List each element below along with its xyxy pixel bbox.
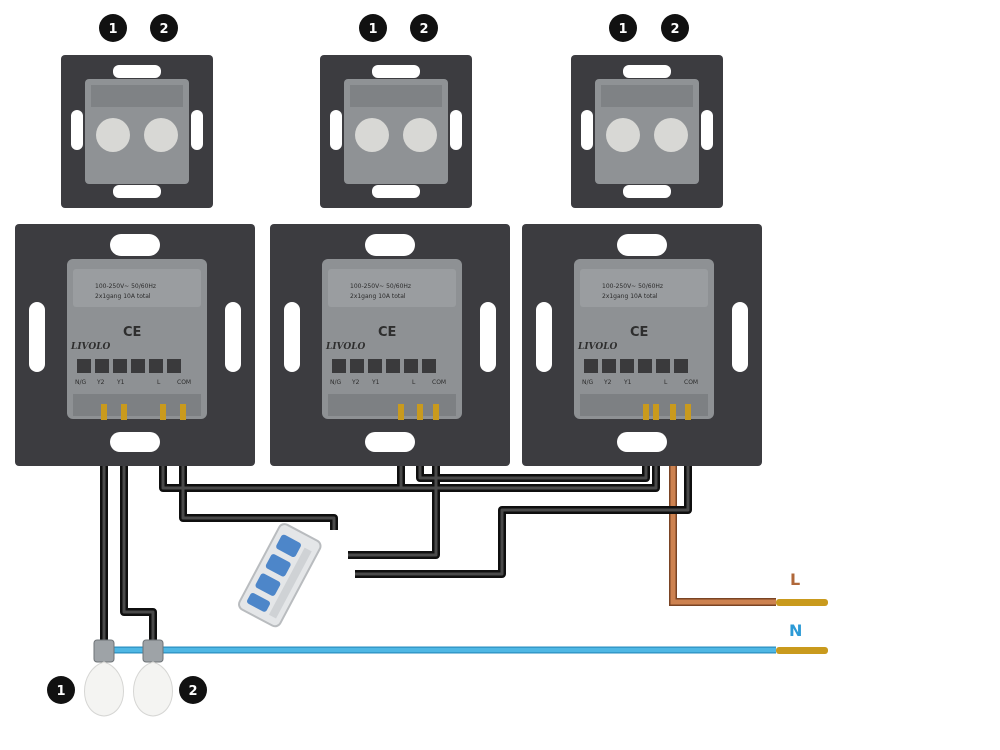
- wago-connector-icon: [238, 523, 322, 628]
- light-bulb-1: [84, 639, 124, 717]
- terminal-l: L: [157, 379, 161, 386]
- rating-line-2: 2x1gang 10A total: [95, 293, 151, 300]
- bulb-badge-2: 2: [188, 684, 197, 699]
- terminal-ng: N/G: [330, 379, 342, 386]
- terminal-com: COM: [432, 379, 446, 386]
- badge-1: 1: [368, 22, 377, 37]
- rating-line-2: 2x1gang 10A total: [350, 293, 406, 300]
- ce-mark: CE: [630, 325, 648, 340]
- small-mechanism-3: [571, 55, 723, 208]
- brand-label: LIVOLO: [70, 342, 111, 352]
- bulb-badge-1: 1: [56, 684, 65, 699]
- rating-line-2: 2x1gang 10A total: [602, 293, 658, 300]
- badge-2: 2: [419, 22, 428, 37]
- small-mechanism-1: [61, 55, 213, 208]
- button-2-icon: [144, 118, 178, 152]
- bulb-badges: 1 2: [47, 676, 207, 704]
- rating-line-1: 100-250V~ 50/60Hz: [602, 283, 663, 290]
- terminal-y2: Y2: [603, 379, 612, 386]
- badge-1: 1: [108, 22, 117, 37]
- switch-module-1: 100-250V~ 50/60Hz 2x1gang 10A total CE L…: [15, 224, 255, 466]
- terminal-com: COM: [177, 379, 191, 386]
- terminal-y2: Y2: [96, 379, 105, 386]
- terminal-l: L: [412, 379, 416, 386]
- top-badges: 1 2 1 2 1 2: [99, 14, 689, 42]
- live-label: L: [790, 570, 800, 589]
- neutral-label: N: [789, 621, 802, 640]
- terminal-l: L: [664, 379, 668, 386]
- button-1-icon: [96, 118, 130, 152]
- badge-2: 2: [159, 22, 168, 37]
- terminal-stubs: [101, 404, 691, 420]
- ce-mark: CE: [123, 325, 141, 340]
- brand-label: LIVOLO: [325, 342, 366, 352]
- terminal-ng: N/G: [582, 379, 594, 386]
- small-mechanism-2: [320, 55, 472, 208]
- badge-1: 1: [618, 22, 627, 37]
- terminal-y1: Y1: [371, 379, 380, 386]
- terminal-y1: Y1: [116, 379, 125, 386]
- badge-2: 2: [670, 22, 679, 37]
- rating-line-1: 100-250V~ 50/60Hz: [95, 283, 156, 290]
- ce-mark: CE: [378, 325, 396, 340]
- brand-label: LIVOLO: [577, 342, 618, 352]
- live-wire: [669, 412, 828, 606]
- rating-line-1: 100-250V~ 50/60Hz: [350, 283, 411, 290]
- neutral-wire: [100, 646, 828, 654]
- light-bulb-2: [133, 639, 173, 717]
- terminal-y1: Y1: [623, 379, 632, 386]
- terminal-ng: N/G: [75, 379, 87, 386]
- terminal-y2: Y2: [351, 379, 360, 386]
- switch-module-3: 100-250V~ 50/60Hz 2x1gang 10A total CE L…: [522, 224, 762, 466]
- switch-module-2: 100-250V~ 50/60Hz 2x1gang 10A total CE L…: [270, 224, 510, 466]
- terminal-com: COM: [684, 379, 698, 386]
